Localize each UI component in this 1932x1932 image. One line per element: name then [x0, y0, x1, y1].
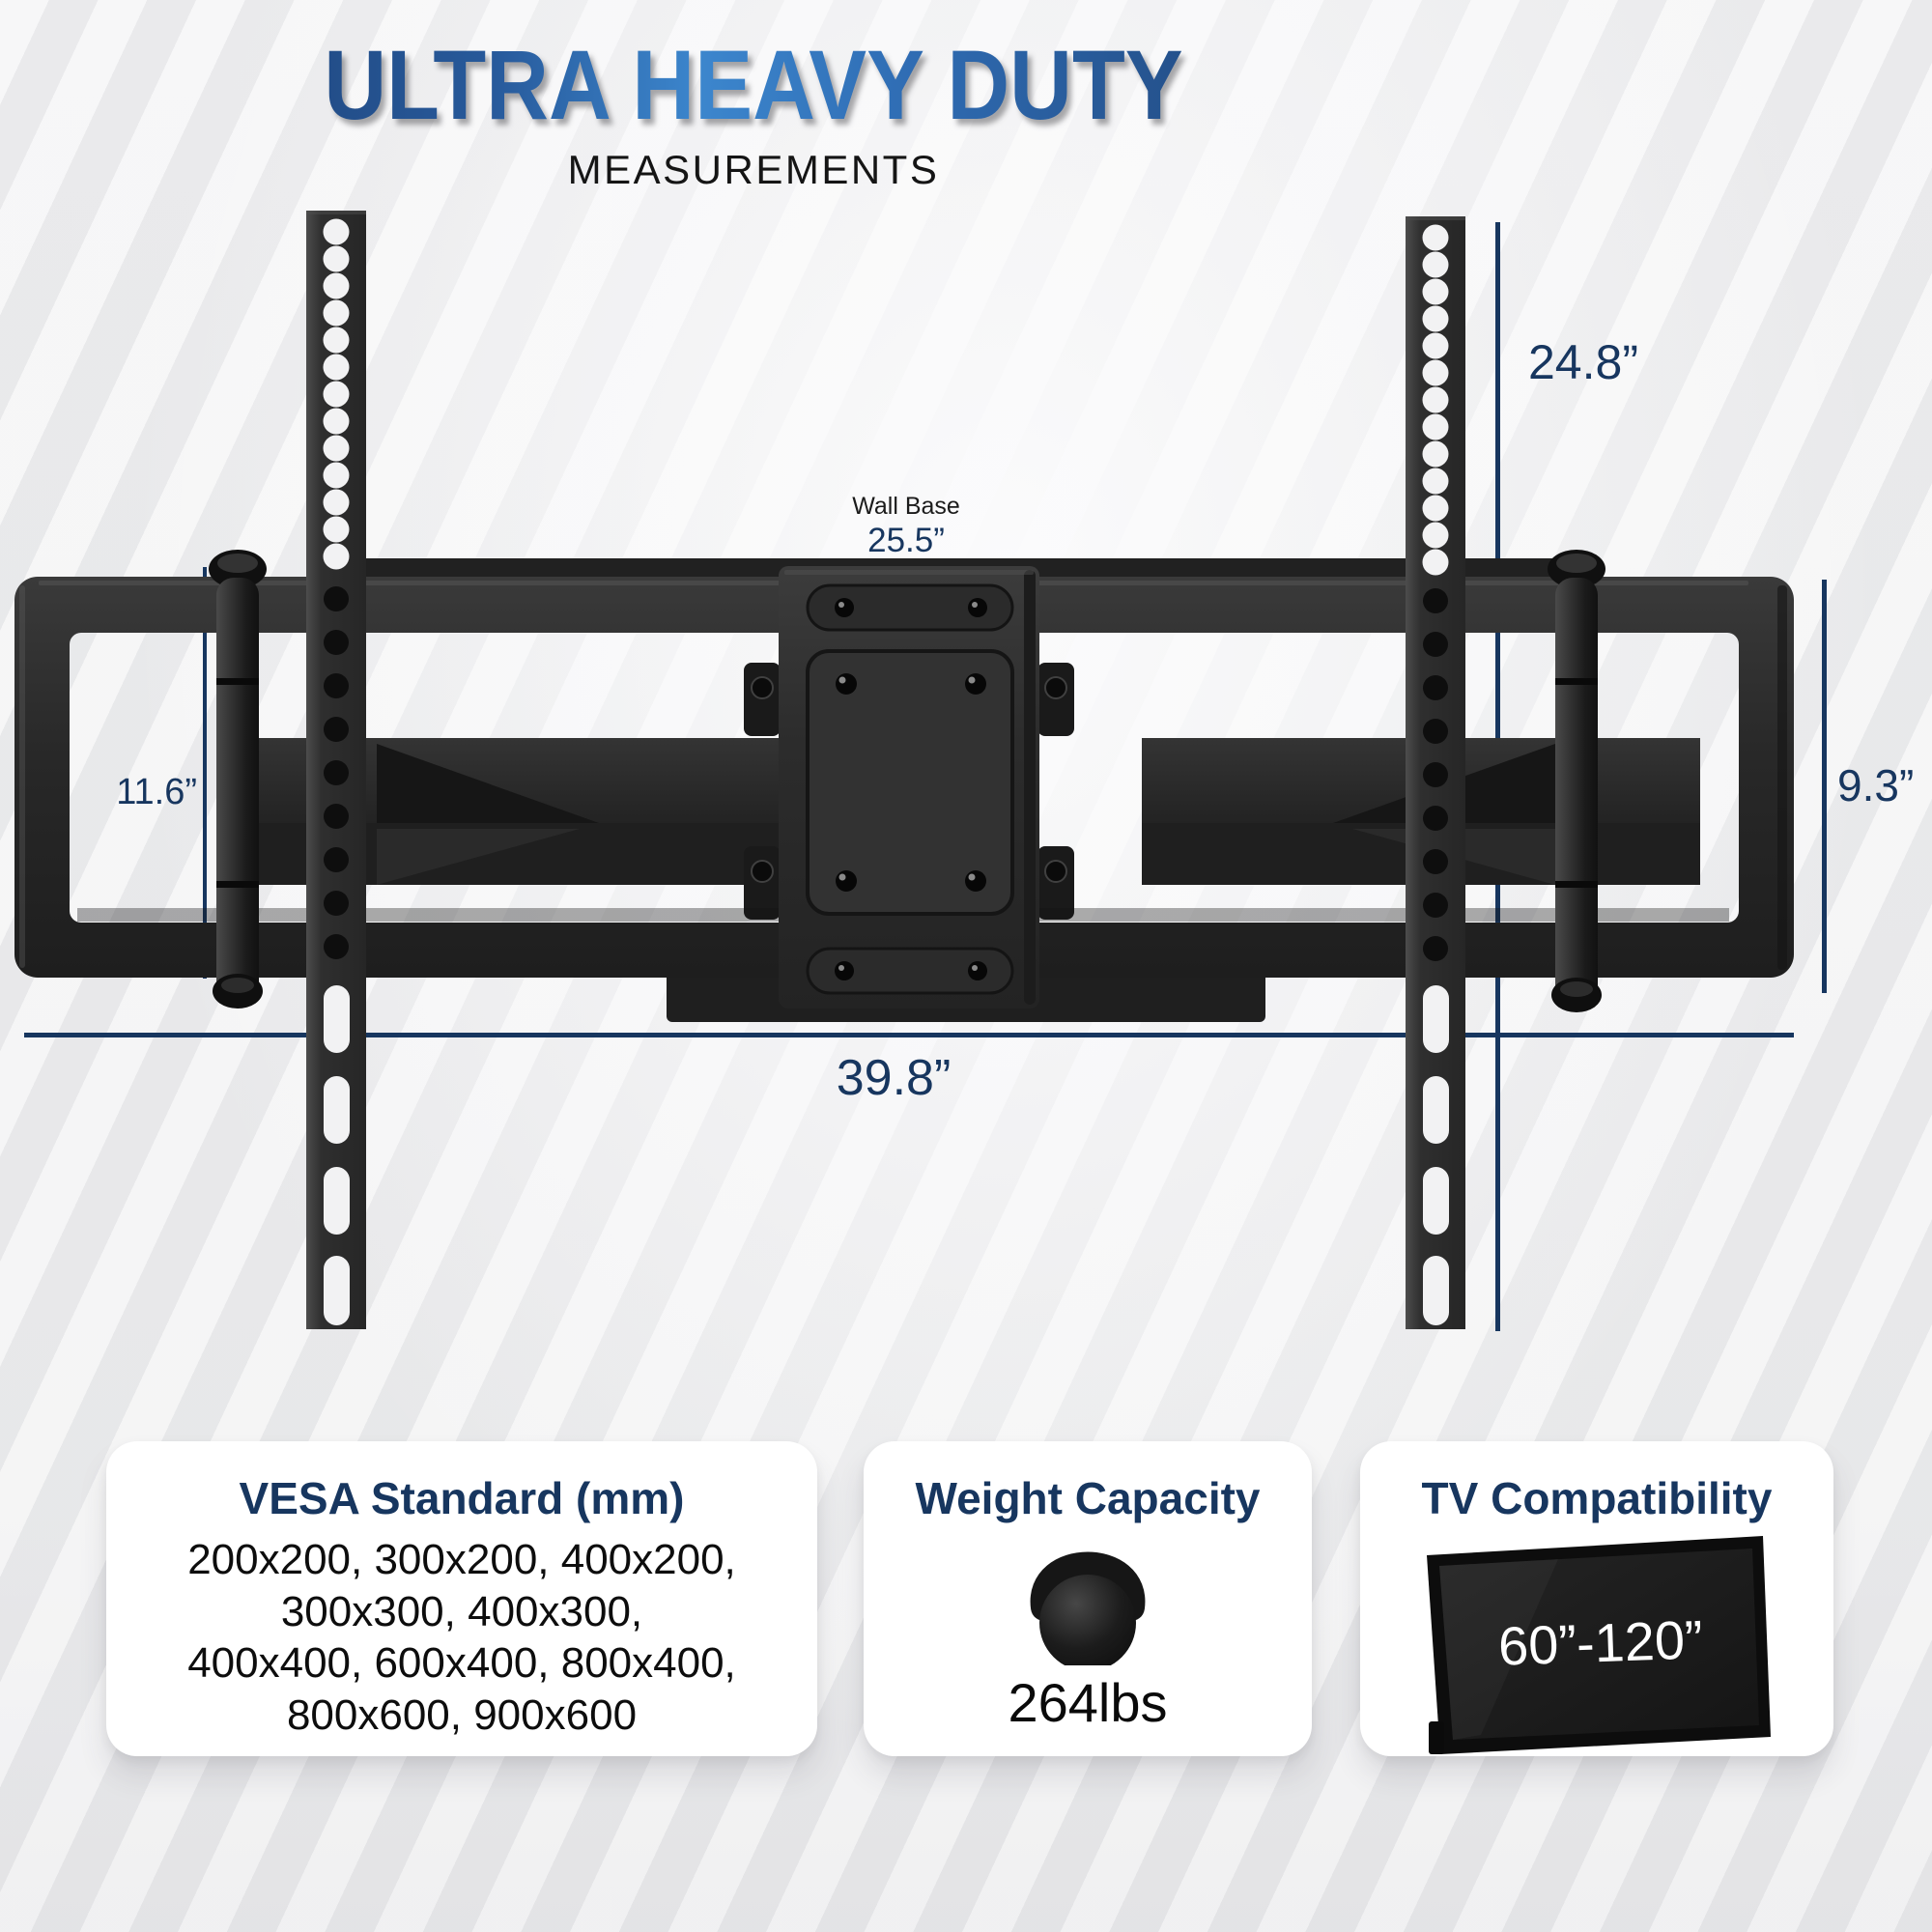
- tv-icon: 60”-120”: [1360, 1532, 1833, 1756]
- left-hinge: [209, 550, 267, 1009]
- wall-mount-illustration: [14, 211, 1794, 1329]
- tv-size-range: 60”-120”: [1497, 1608, 1704, 1676]
- page-subtitle: MEASUREMENTS: [567, 147, 940, 192]
- weight-card-title: Weight Capacity: [915, 1473, 1261, 1523]
- dimension-line-total-width: [24, 1033, 1794, 1037]
- right-vesa-rail: [1406, 216, 1465, 1329]
- left-vesa-rail: [306, 211, 366, 1329]
- tv-compatibility-card: TV Compatibility 60”-120”: [1360, 1441, 1833, 1756]
- vesa-card-title: VESA Standard (mm): [239, 1473, 685, 1523]
- dimension-label-inner-height: 11.6”: [116, 772, 197, 812]
- wall-base-value: 25.5”: [867, 522, 945, 559]
- dimension-line-inner-height: [203, 567, 207, 979]
- vesa-size-list: 200x200, 300x200, 400x200, 300x300, 400x…: [106, 1534, 817, 1742]
- right-hinge: [1548, 550, 1605, 1012]
- vesa-line: 800x600, 900x600: [286, 1691, 638, 1740]
- dimension-line-bracket-height: [1822, 580, 1827, 993]
- wall-base-label: Wall Base: [852, 493, 960, 520]
- center-wall-plate: [779, 566, 1039, 1009]
- dimension-label-rail-height: 24.8”: [1528, 335, 1638, 389]
- dimension-label-bracket-height: 9.3”: [1837, 760, 1915, 810]
- dimension-label-total-width: 39.8”: [836, 1050, 952, 1106]
- vesa-line: 200x200, 300x200, 400x200,: [187, 1536, 736, 1583]
- kettlebell-icon: [864, 1524, 1312, 1673]
- vesa-standard-card: VESA Standard (mm) 200x200, 300x200, 400…: [106, 1441, 817, 1756]
- weight-capacity-card: Weight Capacity 264lbs: [864, 1441, 1312, 1756]
- vesa-line: 400x400, 600x400, 800x400,: [187, 1639, 736, 1688]
- vesa-line: 300x300, 400x300,: [280, 1587, 643, 1635]
- page-title: ULTRA HEAVY DUTY: [91, 29, 1417, 142]
- plate-clamp-bolts: [744, 663, 1074, 920]
- weight-capacity-value: 264lbs: [1008, 1672, 1168, 1733]
- tv-card-title: TV Compatibility: [1421, 1473, 1773, 1523]
